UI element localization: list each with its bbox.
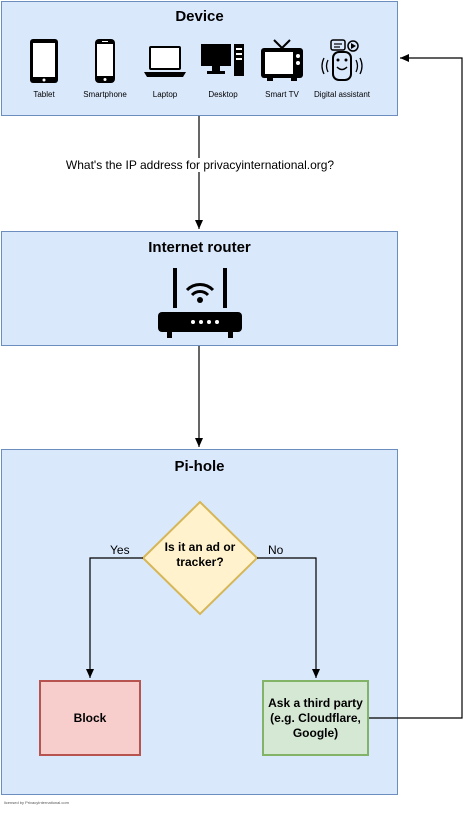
dns-question: What's the IP address for privacyinterna… [0,158,400,172]
device-desktop: Desktop [188,38,258,99]
third-party-box: Ask a third party (e.g. Cloudflare, Goog… [262,680,369,756]
block-label: Block [73,710,107,725]
yes-label: Yes [110,543,130,557]
yes-arrow [86,557,143,678]
device-label: Laptop [152,90,178,99]
pihole-panel-title: Pi-hole [174,458,225,475]
device-laptop: Laptop [130,38,200,99]
device-label: Digital assistant [313,90,371,99]
device-label: Smartphone [83,90,127,99]
desktop-icon [201,44,244,76]
third-party-label: Ask a third party (e.g. Cloudflare, Goog… [268,695,363,740]
decision-text: Is it an ad or tracker? [164,540,236,569]
device-tablet: Tablet [9,38,79,99]
device-label: Desktop [208,90,238,99]
tablet-icon [30,39,58,83]
device-label: Smart TV [265,90,299,99]
router-panel-title: Internet router [148,239,251,256]
block-box: Block [39,680,141,756]
footer-credit: licensed by PrivacyInternational.com [4,800,69,805]
device-smartphone: Smartphone [70,38,140,99]
no-arrow [257,557,320,678]
no-label: No [268,543,284,557]
router-panel: Internet router [1,231,398,346]
smart-tv-icon [261,39,303,81]
device-label: Tablet [33,90,55,99]
device-panel-title: Device [175,8,224,25]
device-digital-assistant: Digital assistant [307,38,377,99]
wifi-router-icon [158,268,242,338]
laptop-icon [144,46,186,77]
smartphone-icon [95,39,115,83]
return-arrow [369,54,463,719]
digital-assistant-icon [321,39,363,81]
device-panel: Device Tablet Smartphone Laptop [1,1,398,116]
device-smart-tv: Smart TV [247,38,317,99]
decision-diamond [141,500,259,616]
